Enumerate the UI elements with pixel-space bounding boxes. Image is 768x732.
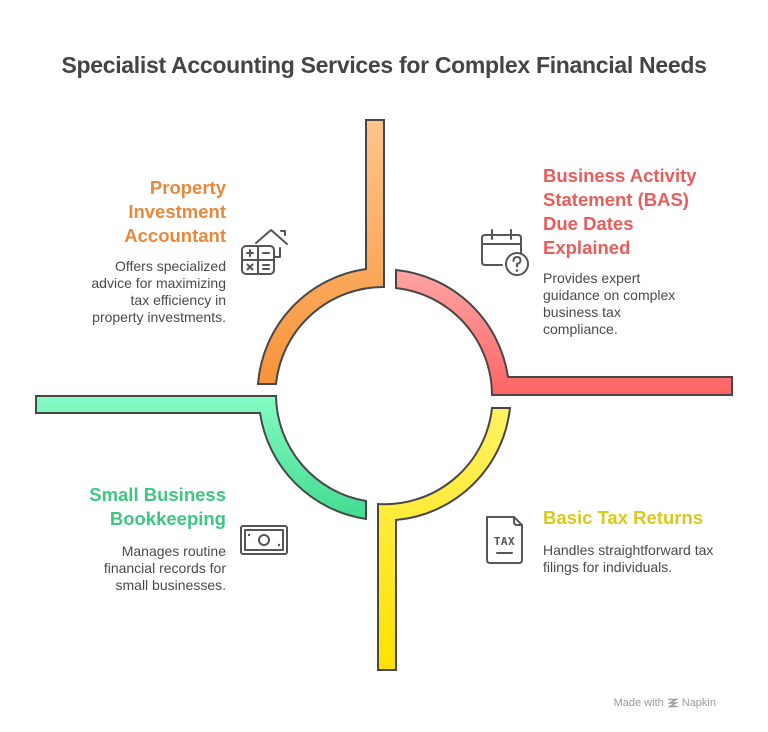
heading-line: Basic Tax Returns (543, 507, 704, 528)
heading-line: Small Business (89, 484, 226, 505)
heading-line: Accountant (124, 225, 226, 246)
svg-text:TAX: TAX (494, 535, 515, 548)
house-calculator-icon (241, 229, 288, 275)
heading-line: Business Activity (543, 165, 697, 186)
description-line: filings for individuals. (543, 559, 673, 575)
item-description: Handles straightforward tax filings for … (543, 542, 763, 576)
green-segment (35, 395, 367, 521)
calendar-question-icon (481, 229, 529, 276)
item-description: Provides expert guidance on complex busi… (543, 270, 753, 338)
napkin-brand-label: Napkin (681, 697, 716, 709)
item-heading: Basic Tax Returns (543, 506, 763, 530)
description-line: business tax (543, 304, 621, 320)
item-heading: Small Business Bookkeeping (26, 483, 226, 531)
item-small-business-bookkeeping: Small Business Bookkeeping Manages routi… (26, 483, 226, 594)
description-line: financial records for (103, 560, 226, 576)
item-heading: Business Activity Statement (BAS) Due Da… (543, 164, 753, 260)
red-segment (395, 268, 733, 396)
item-description: Offers specialized advice for maximizing… (26, 258, 226, 326)
description-line: small businesses. (115, 577, 227, 593)
heading-line: Explained (543, 237, 631, 258)
description-line: guidance on complex (543, 287, 676, 303)
item-heading: Property Investment Accountant (26, 176, 226, 248)
description-line: advice for maximizing (91, 275, 226, 291)
banknote-icon (240, 525, 288, 555)
item-description: Manages routine financial records for sm… (26, 543, 226, 594)
napkin-logo-icon (667, 698, 678, 708)
yellow-segment (377, 407, 512, 671)
description-line: Manages routine (121, 543, 226, 559)
item-property-investment: Property Investment Accountant Offers sp… (26, 176, 226, 326)
description-line: compliance. (543, 321, 618, 337)
heading-line: Investment (128, 201, 226, 222)
heading-line: Statement (BAS) (543, 189, 689, 210)
made-with-label: Made with (613, 697, 664, 709)
orange-segment (256, 119, 385, 385)
heading-line: Bookkeeping (109, 508, 226, 529)
description-line: tax efficiency in (130, 292, 226, 308)
heading-line: Property (149, 177, 226, 198)
description-line: Provides expert (543, 270, 641, 286)
description-line: property investments. (92, 309, 226, 325)
description-line: Handles straightforward tax (543, 542, 714, 558)
napkin-footer: Made with Napkin (614, 697, 716, 709)
page-title: Specialist Accounting Services for Compl… (61, 52, 707, 78)
heading-line: Due Dates (543, 213, 634, 234)
item-bas-due-dates: Business Activity Statement (BAS) Due Da… (543, 164, 753, 338)
item-basic-tax-returns: Basic Tax Returns Handles straightforwar… (543, 506, 763, 576)
tax-document-icon: TAX (486, 516, 523, 564)
description-line: Offers specialized (114, 258, 226, 274)
